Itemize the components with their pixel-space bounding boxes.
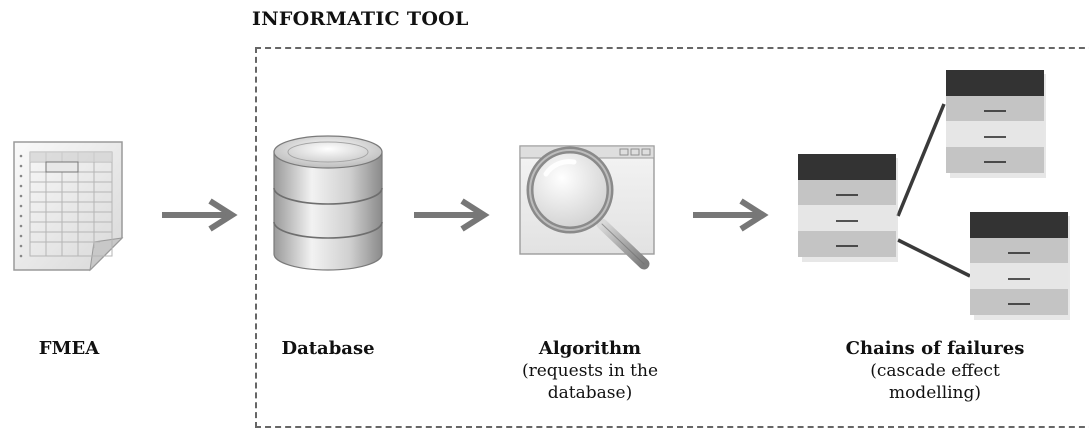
chains-label: Chains of failures (cascade effect model… — [830, 338, 1040, 404]
table-stack-icon — [970, 212, 1070, 320]
chains-sublabel-1: (cascade effect — [870, 361, 1000, 381]
algorithm-sublabel-1: (requests in the — [521, 361, 659, 381]
informatic-tool-title: INFORMATIC TOOL — [252, 8, 469, 30]
informatic-tool-boundary — [255, 47, 1089, 428]
table-stack-icon — [798, 154, 898, 262]
algorithm-sublabel-2: database) — [547, 383, 633, 403]
arrow-right-icon — [162, 198, 238, 232]
algorithm-label-text: Algorithm — [538, 338, 642, 359]
magnifier-window-icon — [519, 145, 655, 270]
arrow-right-icon — [414, 198, 490, 232]
fmea-label-text: FMEA — [38, 338, 100, 359]
chains-sublabel-2: modelling) — [888, 383, 982, 403]
database-label-text: Database — [281, 338, 375, 359]
database-icon — [273, 135, 383, 271]
database-label: Database — [268, 338, 388, 360]
spreadsheet-icon — [13, 141, 124, 272]
table-stack-icon — [946, 70, 1046, 178]
arrow-right-icon — [693, 198, 769, 232]
fmea-label: FMEA — [24, 338, 114, 360]
algorithm-label: Algorithm (requests in the database) — [500, 338, 680, 404]
chains-label-text: Chains of failures — [845, 338, 1025, 359]
